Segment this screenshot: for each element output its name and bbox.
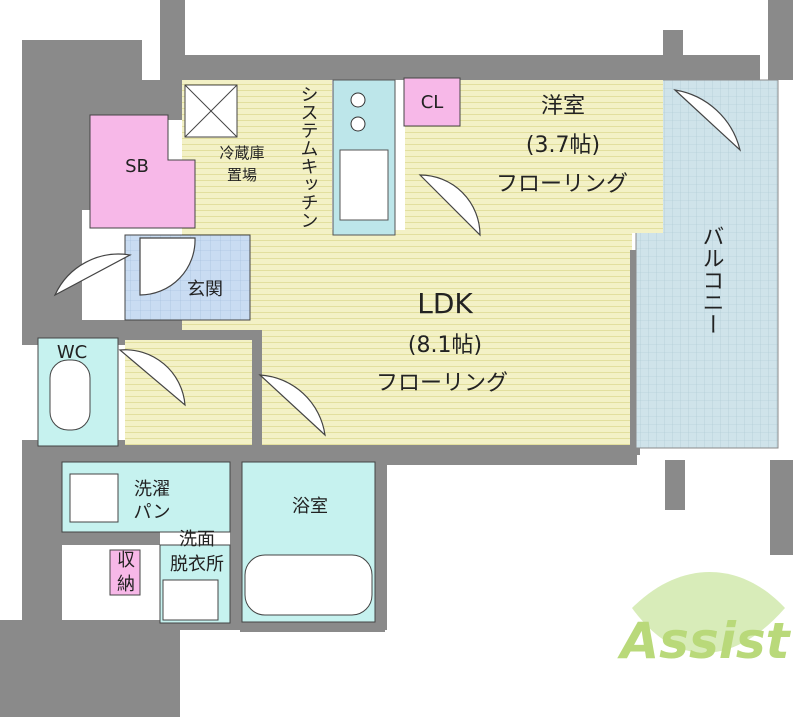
ldk-room-extension <box>332 230 632 250</box>
ldk-size: (8.1帖) <box>408 333 482 358</box>
kitchen-label: システムキッチン <box>298 85 319 229</box>
ldk-floor: フローリング <box>376 371 508 396</box>
ldk-label: LDK <box>417 287 473 320</box>
balcony-label: バルコニー <box>699 225 724 335</box>
closet <box>403 77 461 127</box>
closet-label: CL <box>421 92 444 113</box>
western-room-label: 洋室 <box>541 94 585 119</box>
dressing-label-2: 脱衣所 <box>170 554 224 575</box>
storage-label-2: 納 <box>117 574 135 595</box>
fridge-label-1: 冷蔵庫 <box>219 144 264 162</box>
dressing-label-1: 洗面 <box>179 529 215 550</box>
bathtub-icon <box>244 554 373 616</box>
ldk-room <box>262 245 630 445</box>
bath-label: 浴室 <box>292 496 328 517</box>
toilet-label: WC <box>57 342 87 363</box>
washer-pan-icon <box>69 473 119 523</box>
washbasin-icon <box>162 579 219 621</box>
leaf-logo-icon: Assist <box>616 572 792 670</box>
sink <box>339 149 389 221</box>
storage <box>109 549 141 596</box>
stove-burner-icon <box>350 116 366 132</box>
storage-label-1: 収 <box>117 550 135 571</box>
washer-label-1: 洗濯 <box>134 479 170 500</box>
toilet-icon <box>49 359 91 431</box>
stove-burner-icon <box>350 92 366 108</box>
shoe-box <box>89 114 196 229</box>
entrance-label: 玄関 <box>187 279 223 300</box>
washer-label-2: パン <box>134 502 171 523</box>
svg-text:Assist: Assist <box>616 612 791 670</box>
western-room-size: (3.7帖) <box>526 133 600 158</box>
fridge-label-2: 置場 <box>227 166 257 184</box>
western-room-floor: フローリング <box>496 172 628 197</box>
door-swings <box>53 89 742 437</box>
shoe-box-label: SB <box>125 156 149 177</box>
